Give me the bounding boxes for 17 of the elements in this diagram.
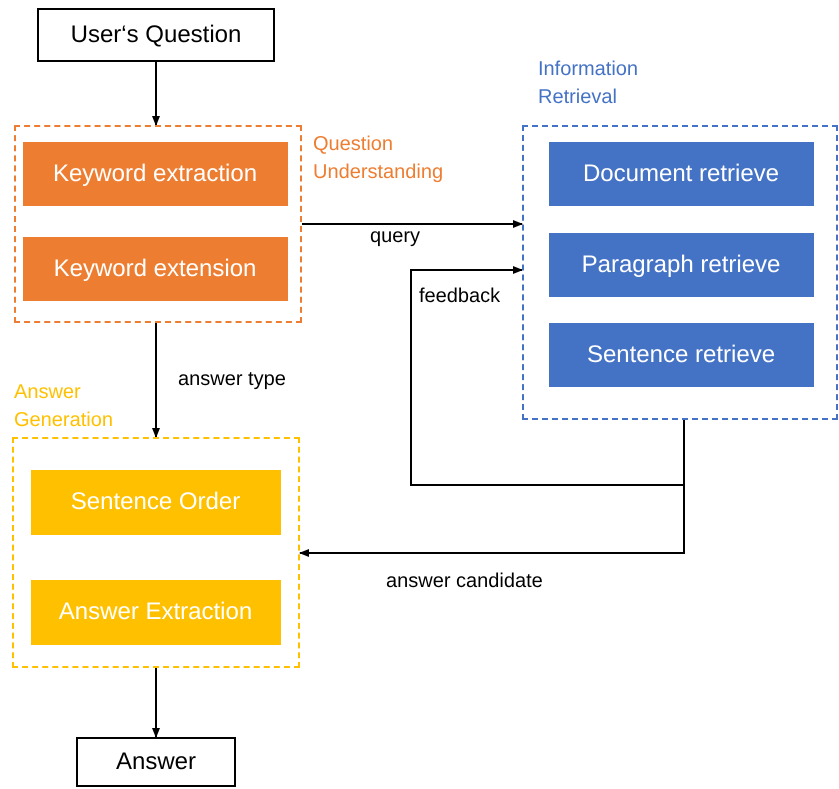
process-box: User‘s Question	[37, 8, 275, 62]
process-box: Document retrieve	[548, 142, 814, 206]
process-box: Sentence retrieve	[548, 322, 814, 386]
arrow	[152, 323, 160, 438]
process-box: Sentence Order	[30, 470, 280, 534]
arrow	[152, 668, 160, 738]
process-box: Keyword extraction	[22, 142, 288, 206]
group-title: Answer Generation	[14, 380, 114, 433]
arrow	[152, 62, 160, 126]
process-box: Keyword extension	[22, 236, 288, 300]
process-box: Paragraph retrieve	[548, 232, 814, 296]
group-title: Information Retrieval	[538, 57, 640, 110]
group-title: Question Understanding	[313, 132, 444, 185]
process-box: Answer Extraction	[30, 580, 280, 644]
arrow	[410, 266, 685, 486]
arrow	[302, 220, 523, 228]
process-box: Answer	[76, 737, 236, 787]
